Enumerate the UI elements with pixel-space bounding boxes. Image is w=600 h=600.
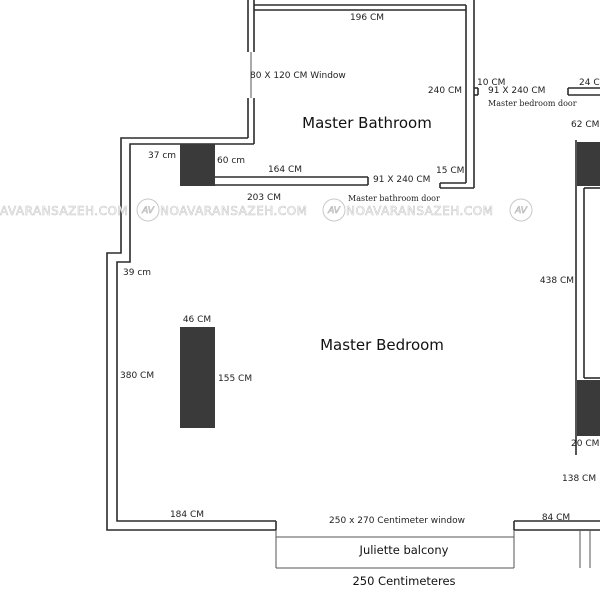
balcony-width-label: 250 Centimeteres [352, 574, 455, 588]
column-top-left [180, 144, 215, 186]
dim-bath-right: 240 CM [428, 86, 462, 96]
dim-184cm: 184 CM [170, 510, 204, 520]
dim-155cm: 155 CM [218, 374, 252, 384]
bed-left-wall-outer [106, 137, 276, 531]
dim-438cm: 438 CM [540, 276, 574, 286]
dim-15cm: 15 CM [436, 166, 464, 176]
bath-window-label: 80 X 120 CM Window [250, 71, 346, 81]
dim-bath-top: 196 CM [350, 13, 384, 23]
bath-door-size: 91 X 240 CM [373, 175, 430, 185]
watermark-logo-text-1: AV [141, 206, 155, 216]
watermark-logo-text-2: AV [327, 206, 341, 216]
walls [106, 0, 600, 569]
dim-60cm: 60 cm [217, 156, 245, 166]
dim-46cm: 46 CM [183, 315, 211, 325]
watermark: AVARANSAZEH.COM AV NOAVARANSAZEH.COM AV … [0, 198, 533, 222]
bath-door-label: Master bathroom door [348, 194, 440, 203]
column-right-bottom [577, 380, 600, 436]
dim-10cm: 10 CM [477, 78, 505, 88]
room-master-bathroom: Master Bathroom [302, 114, 432, 132]
column-center [180, 327, 215, 428]
dim-380cm: 380 CM [120, 371, 154, 381]
bed-left-wall-inner [116, 143, 276, 522]
dim-138cm: 138 CM [562, 474, 596, 484]
balcony-label: Juliette balcony [359, 543, 449, 557]
dim-24cm: 24 CM [579, 78, 600, 88]
watermark-logo-text-3: AV [514, 206, 528, 216]
main-window-label: 250 x 270 Centimeter window [329, 516, 465, 526]
watermark-text-1: AVARANSAZEH.COM [0, 204, 128, 218]
bed-door-label: Master bedroom door [488, 99, 577, 108]
dim-84cm: 84 CM [542, 513, 570, 523]
dim-203cm: 203 CM [247, 193, 281, 203]
bed-door-size: 91 X 240 CM [488, 86, 545, 96]
watermark-logo-2 [322, 198, 346, 222]
dim-37cm: 37 cm [148, 151, 176, 161]
dim-20cm: 20 CM [571, 439, 599, 449]
room-master-bedroom: Master Bedroom [320, 336, 444, 354]
column-right-top [577, 142, 600, 186]
columns [180, 142, 600, 436]
watermark-logo-3 [509, 198, 533, 222]
dim-164cm: 164 CM [268, 165, 302, 175]
dim-62cm: 62 CM [571, 120, 599, 130]
dim-39cm: 39 cm [123, 268, 151, 278]
watermark-logo-1 [136, 198, 160, 222]
watermark-text-2: NOAVARANSAZEH.COM [160, 204, 308, 218]
watermark-text-3: NOAVARANSAZEH.COM [346, 204, 494, 218]
